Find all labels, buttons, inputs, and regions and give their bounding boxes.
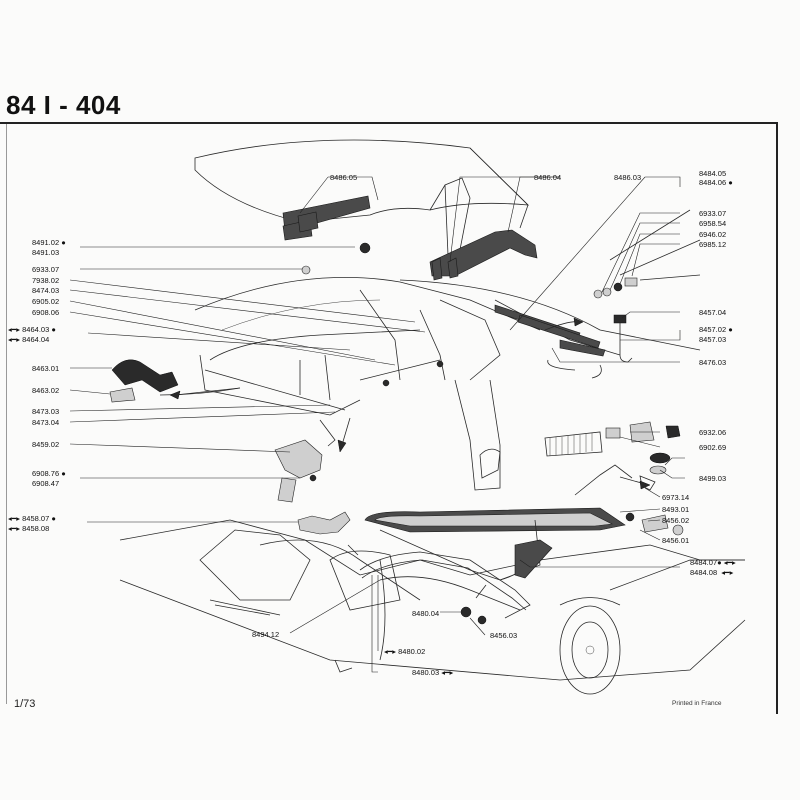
- label-6985-12: 6985.12: [699, 240, 727, 249]
- label-8480-02-text: 8480.02: [398, 647, 426, 656]
- label-8464-03: ◂━▸ 8464.03 ●: [8, 325, 56, 334]
- bullet-marker-icon: ●: [726, 178, 733, 187]
- label-8457-02: 8457.02 ●: [699, 325, 733, 334]
- label-6908-06: 6908.06: [32, 308, 60, 317]
- label-8484-08: 8484.08 ◂━▸: [690, 568, 733, 577]
- label-6905-02: 6905.02: [32, 297, 60, 306]
- label-8480-04: 8480.04: [412, 609, 440, 618]
- page-title: 84 I - 404: [6, 90, 121, 120]
- body-upper-panel: [399, 209, 701, 357]
- label-8486-03: 8486.03: [614, 173, 642, 182]
- label-8473-04: 8473.04: [32, 418, 60, 427]
- label-8484-06-text: 8484.06: [699, 178, 727, 187]
- bullet-marker-icon: ●: [59, 238, 66, 247]
- label-8473-03: 8473.03: [32, 407, 60, 416]
- label-8458-08: ◂━▸ 8458.08: [8, 524, 49, 533]
- label-8484-07-text: 8484.07: [690, 558, 718, 567]
- bullet-marker-icon: ●: [49, 514, 56, 523]
- label-8499-03: 8499.03: [699, 474, 727, 483]
- tonneau-cover: [364, 507, 684, 581]
- label-8480-03-text: 8480.03: [412, 668, 440, 677]
- label-8463-02: 8463.02: [32, 386, 60, 395]
- arrow-left-icon: ◂━▸: [8, 514, 23, 523]
- label-8464-04: ◂━▸ 8464.04: [8, 335, 49, 344]
- label-8486-05: 8486.05: [330, 173, 358, 182]
- direction-arrows: [169, 317, 651, 556]
- bullet-marker-icon: ●: [726, 325, 733, 334]
- lower-seal-rails: [359, 551, 531, 625]
- label-8494-12: 8494.12: [252, 630, 280, 639]
- leader-lines: [69, 176, 685, 673]
- label-6908-76-text: 6908.76: [32, 469, 60, 478]
- label-6958-54: 6958.54: [699, 219, 727, 228]
- label-8457-04: 8457.04: [699, 308, 727, 317]
- label-6933-07-right: 6933.07: [699, 209, 727, 218]
- label-8491-02-text: 8491.02: [32, 238, 60, 247]
- label-8458-08-text: 8458.08: [22, 524, 50, 533]
- label-8474-03: 8474.03: [32, 286, 60, 295]
- spring-hardware: [544, 421, 681, 496]
- small-parts-left: [109, 242, 371, 535]
- label-8484-05: 8484.05: [699, 169, 727, 178]
- arrow-right-icon: ◂━▸: [8, 524, 23, 533]
- car-body-illustration: [119, 519, 746, 695]
- label-8459-02: 8459.02: [32, 440, 60, 449]
- label-7938-02: 7938.02: [32, 276, 60, 285]
- hardtop-illustration: [194, 139, 530, 261]
- label-8463-01: 8463.01: [32, 364, 60, 373]
- label-8457-03: 8457.03: [699, 335, 727, 344]
- label-8458-07-text: 8458.07: [22, 514, 50, 523]
- label-8480-02: ◂━▸ 8480.02: [384, 647, 425, 656]
- label-8464-04-text: 8464.04: [22, 335, 50, 344]
- label-6946-02: 6946.02: [699, 230, 727, 239]
- label-8456-02: 8456.02: [662, 516, 690, 525]
- frame-left-rule: [6, 124, 7, 704]
- label-8484-07: 8484.07● ◂━▸: [690, 558, 736, 567]
- label-8457-02-text: 8457.02: [699, 325, 727, 334]
- fastener-group-right: [593, 277, 638, 363]
- label-8486-04: 8486.04: [534, 173, 562, 182]
- frame-top-rule: [0, 122, 778, 124]
- label-8493-01: 8493.01: [662, 505, 690, 514]
- label-6933-07-left: 6933.07: [32, 265, 60, 274]
- label-8484-06: 8484.06 ●: [699, 178, 733, 187]
- arrow-left-icon: ◂━▸: [384, 647, 399, 656]
- arrow-left-icon: ◂━▸: [723, 558, 736, 567]
- softtop-frame: [194, 276, 541, 491]
- label-8484-08-text: 8484.08: [690, 568, 718, 577]
- hardtop-seals: [282, 195, 538, 281]
- bullet-marker-icon: ●: [59, 469, 66, 478]
- label-8491-03: 8491.03: [32, 248, 60, 257]
- printed-in-note: Printed in France: [672, 700, 722, 707]
- page-number: 1/73: [14, 698, 36, 710]
- label-8456-03: 8456.03: [490, 631, 518, 640]
- label-6908-47: 6908.47: [32, 479, 60, 488]
- label-8491-02: 8491.02 ●: [32, 238, 66, 247]
- label-6908-76: 6908.76 ●: [32, 469, 66, 478]
- label-8480-03: 8480.03 ◂━▸: [412, 668, 453, 677]
- frame-right-rule: [776, 122, 778, 714]
- arrow-right-icon: ◂━▸: [717, 568, 734, 577]
- label-6902-69: 6902.69: [699, 443, 727, 452]
- arrow-left-icon: ◂━▸: [8, 325, 23, 334]
- arrow-right-icon: ◂━▸: [8, 335, 23, 344]
- label-8458-07: ◂━▸ 8458.07 ●: [8, 514, 56, 523]
- label-8464-03-text: 8464.03: [22, 325, 50, 334]
- label-6973-14: 6973.14: [662, 493, 690, 502]
- label-8456-01: 8456.01: [662, 536, 690, 545]
- label-8476-03: 8476.03: [699, 358, 727, 367]
- arrow-right-icon: ◂━▸: [439, 668, 454, 677]
- bullet-marker-icon: ●: [49, 325, 56, 334]
- label-6932-06: 6932.06: [699, 428, 727, 437]
- bullet-marker-icon: ●: [717, 558, 724, 567]
